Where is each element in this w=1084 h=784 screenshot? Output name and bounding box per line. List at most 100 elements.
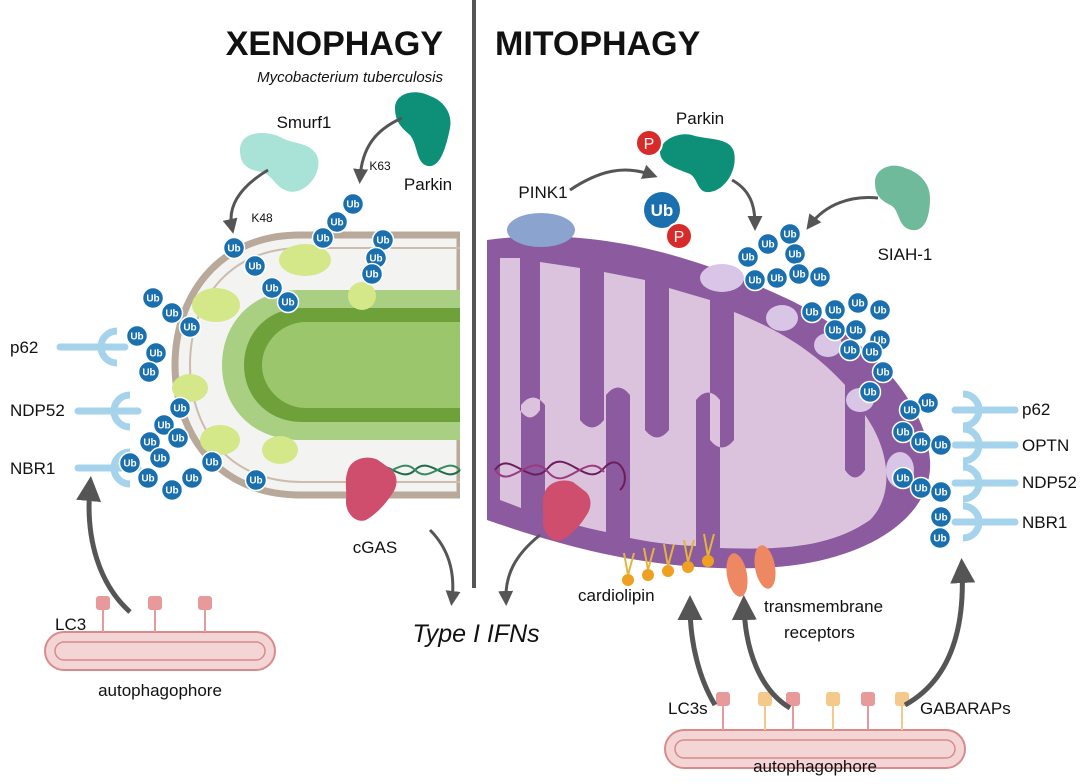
ubiquitin — [891, 466, 915, 490]
autophagophore-right — [664, 729, 966, 769]
ubiquitin — [243, 254, 267, 278]
ubiquitin-label: Ub — [849, 326, 862, 337]
parkin-right-label: Parkin — [676, 109, 724, 128]
ubiquitin-label: Ub — [376, 236, 389, 247]
surface-protein — [279, 244, 331, 276]
ubiquitin-label: Ub — [805, 308, 818, 319]
cardiolipin-head — [682, 561, 694, 573]
ubiquitin-label: Ub — [142, 368, 155, 379]
lc3-head — [96, 596, 110, 610]
ubiquitin — [868, 298, 892, 322]
mito-protein — [766, 305, 798, 331]
autophagophore-right-label: autophagophore — [753, 757, 877, 776]
ndp52-right-label: NDP52 — [1022, 473, 1077, 492]
ubiquitin — [141, 286, 165, 310]
cardiolipin-tail — [683, 539, 689, 563]
transmembrane-label-line1: transmembrane — [764, 597, 883, 616]
ubiquitin — [800, 300, 824, 324]
ubiquitin-label: Ub — [249, 476, 262, 487]
ubiquitin — [180, 466, 204, 490]
ubiquitin — [871, 360, 895, 384]
parkin-left-enzyme — [395, 92, 451, 167]
ubiquitin-label: Ub — [792, 270, 805, 281]
cardiolipin-tail — [663, 543, 669, 567]
ubiquitin-label: Ub — [171, 434, 184, 445]
gabaraps-label: GABARAPs — [920, 699, 1011, 718]
phospho-on-parkin — [635, 129, 663, 157]
mitophagy-title: MITOPHAGY — [495, 25, 701, 63]
ubiquitin-label: Ub — [173, 404, 186, 415]
lc3-head — [198, 596, 212, 610]
ubiquitin-label: Ub — [934, 488, 947, 499]
pink1-protein — [507, 213, 575, 247]
surface-protein — [192, 288, 240, 322]
ubiquitin — [765, 266, 789, 290]
transmembrane-receptors — [726, 545, 776, 597]
ubiquitin — [341, 192, 365, 216]
ubiquitin — [736, 245, 760, 269]
p62-left-label: p62 — [10, 338, 38, 357]
ubiquitin-label: Ub — [933, 534, 946, 545]
cardiolipin-label: cardiolipin — [578, 586, 655, 605]
ubiquitin-label: Ub — [248, 262, 261, 273]
ubiquitin — [929, 480, 953, 504]
type1-ifns-label: Type I IFNs — [412, 620, 539, 648]
autophagophore-left — [44, 631, 276, 671]
ubiquitin-label: Ub — [851, 299, 864, 310]
arrow-cgas-right-ifn — [498, 533, 541, 606]
ubiquitin-label: Ub — [934, 513, 947, 524]
receptor-cup — [962, 425, 983, 465]
siah1-enzyme — [875, 165, 930, 231]
cardiolipin-tail — [627, 552, 635, 576]
parkin-left-label: Parkin — [404, 175, 452, 194]
ubiquitin-label: Ub — [123, 459, 136, 470]
ubiquitin — [325, 210, 349, 234]
phospho-ub-label: P — [674, 229, 685, 246]
lc3-left-label: LC3 — [55, 615, 86, 634]
ubiquitin — [136, 466, 160, 490]
free-ub-label: Ub — [651, 201, 674, 220]
ubiquitin-label: Ub — [934, 441, 947, 452]
receptor-cup — [97, 327, 118, 367]
cgas-right — [542, 480, 591, 541]
ubiquitin — [138, 430, 162, 454]
cardiolipin-head — [702, 555, 714, 567]
lc3-head — [861, 692, 875, 706]
ubiquitin — [898, 398, 922, 422]
surface-protein — [262, 436, 298, 464]
ubiquitin — [929, 433, 953, 457]
ubiquitin — [860, 340, 884, 364]
nbr1-left-label: NBR1 — [10, 459, 55, 478]
arrow-pink1-parkin — [569, 164, 658, 192]
arrow-gabaraps-receptors — [903, 558, 976, 708]
ubiquitin-label: Ub — [914, 438, 927, 449]
ubiquitin-label: Ub — [146, 294, 159, 305]
ubiquitin-label: Ub — [165, 309, 178, 320]
k63-label: K63 — [369, 159, 391, 173]
ubiquitin — [152, 413, 176, 437]
ubiquitin-label: Ub — [813, 273, 826, 284]
ubiquitin-label: Ub — [873, 306, 886, 317]
ubiquitin — [118, 451, 142, 475]
gabarap-head — [758, 692, 772, 706]
ubiquitin-label: Ub — [281, 298, 294, 309]
ubiquitin-label: Ub — [921, 399, 934, 410]
ubiquitin-label: Ub — [914, 484, 927, 495]
ubiquitin — [200, 450, 224, 474]
ubiquitin-label: Ub — [265, 284, 278, 295]
ubiquitin — [160, 478, 184, 502]
ubiquitin-label: Ub — [896, 474, 909, 485]
ubiquitin — [160, 301, 184, 325]
ubiquitin — [125, 324, 149, 348]
ubiquitin-label: Ub — [788, 250, 801, 261]
ubiquitin — [244, 468, 268, 492]
cardiolipin-tail — [687, 539, 695, 563]
arrow-lc3s-receptors — [731, 595, 792, 711]
p62-right-label: p62 — [1022, 400, 1050, 419]
ubiquitin-label: Ub — [828, 306, 841, 317]
transmembrane-label-line2: receptors — [784, 623, 855, 642]
mito-protein — [700, 264, 744, 292]
bacterium-center — [262, 322, 460, 408]
